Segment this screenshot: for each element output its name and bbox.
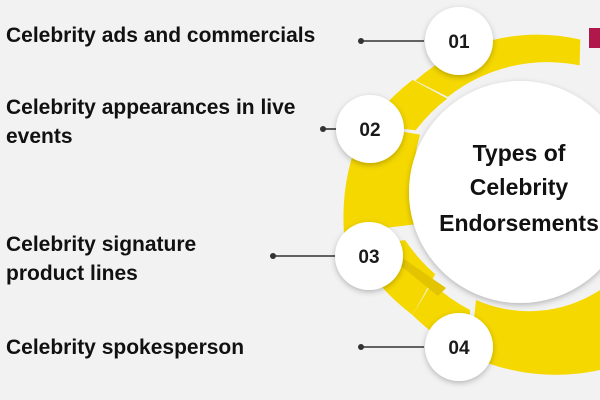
center-title-line-1: Types of	[473, 140, 566, 166]
number-circle-3	[335, 222, 403, 290]
number-text-2: 02	[359, 120, 380, 141]
center-badge: Types of Celebrity Endorsements	[409, 81, 600, 303]
number-text-4: 04	[448, 338, 470, 359]
item-label-4: Celebrity spokesperson	[6, 336, 245, 359]
item-label-2: Celebrity appearances in live events	[6, 96, 296, 148]
number-badge-1: 01	[425, 7, 493, 75]
connector-dot-1	[358, 38, 364, 44]
item-label-3: Celebrity signature product lines	[6, 233, 197, 285]
number-circle-1	[425, 7, 493, 75]
number-circle-2	[336, 95, 404, 163]
connector-dots	[270, 38, 364, 350]
center-circle	[409, 81, 600, 303]
center-title-line-2: Celebrity	[470, 174, 569, 200]
number-badge-2: 02	[336, 95, 404, 163]
center-title-line-3: Endorsements	[439, 210, 599, 236]
number-text-1: 01	[448, 32, 470, 53]
number-badge-3: 03	[335, 222, 403, 290]
ring-segment-1	[415, 34, 581, 97]
logo-mark	[589, 28, 600, 48]
number-text-3: 03	[358, 247, 379, 268]
connector-dot-2	[320, 126, 326, 132]
number-circle-4	[425, 313, 493, 381]
connector-dot-4	[358, 344, 364, 350]
connector-dot-3	[270, 253, 276, 259]
ring-notch	[396, 258, 446, 296]
connectors	[273, 40, 424, 348]
ring-segment-6	[470, 290, 600, 375]
number-badge-4: 04	[425, 313, 493, 381]
item-label-1: Celebrity ads and commercials	[6, 24, 316, 47]
